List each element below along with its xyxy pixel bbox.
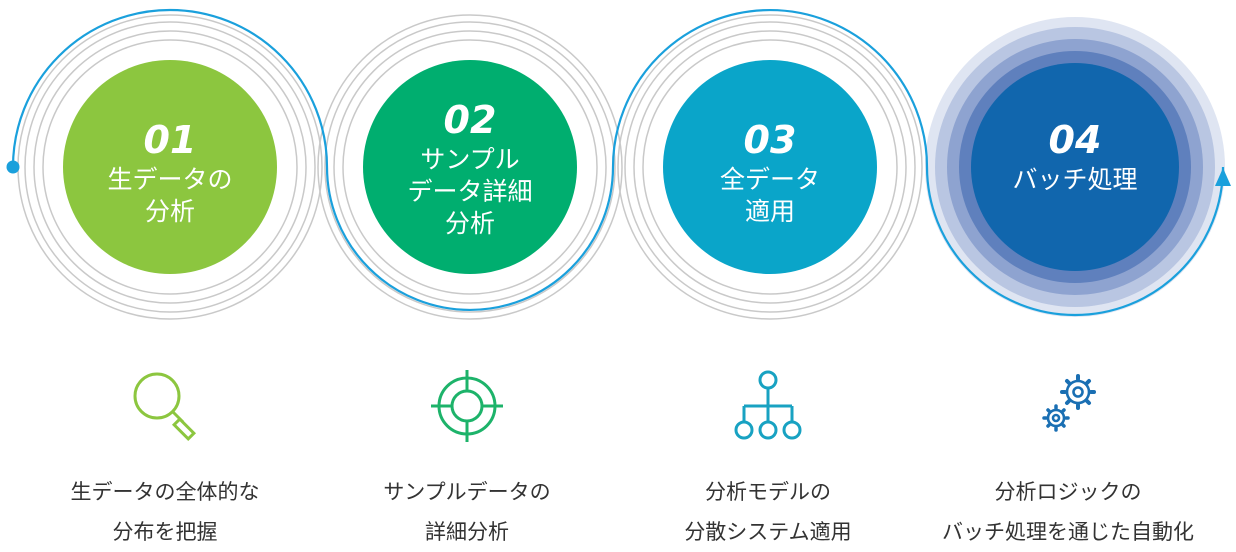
- feature-2: サンプルデータの 詳細分析: [317, 368, 617, 552]
- process-diagram: 01 生データの 分析 02 サンプル データ詳細 分析 03 全データ 適用 …: [6, 8, 1231, 544]
- step-4-label: バッチ処理: [1012, 165, 1138, 194]
- process-flow-graphic: [6, 8, 1231, 320]
- step-2-label: サンプル データ詳細 分析: [407, 145, 533, 238]
- feature-1: 生データの全体的な 分布を把握: [15, 368, 315, 552]
- step-2-circle: [363, 60, 577, 274]
- magnifier-icon: [133, 372, 197, 442]
- flow-end-arrow-icon: [1215, 168, 1231, 186]
- step-3-circle: [663, 60, 877, 274]
- step-3-label: 全データ 適用: [719, 165, 820, 226]
- feature-4-text: 分析ロジックの バッチ処理を通じた自動化: [942, 480, 1194, 544]
- hierarchy-icon: [734, 370, 802, 440]
- step-2-number: 02: [443, 98, 497, 142]
- feature-4: 分析ロジックの バッチ処理を通じた自動化: [918, 368, 1218, 552]
- step-1-rings: [17, 14, 323, 320]
- step-1: 01 生データの 分析: [75, 120, 265, 228]
- step-3-rings: [617, 14, 923, 320]
- step-2-rings: [317, 14, 623, 320]
- target-icon: [431, 370, 503, 442]
- feature-3: 分析モデルの 分散システム適用: [618, 368, 918, 552]
- step-2: 02 サンプル データ詳細 分析: [375, 100, 565, 240]
- step-3: 03 全データ 適用: [675, 120, 865, 228]
- feature-1-text: 生データの全体的な 分布を把握: [70, 480, 260, 544]
- flow-line: [11, 8, 1225, 317]
- step-4-number: 04: [1048, 118, 1102, 162]
- step-4: 04 バッチ処理: [980, 120, 1170, 196]
- step-3-number: 03: [743, 118, 797, 162]
- feature-2-text: サンプルデータの 詳細分析: [383, 480, 551, 544]
- step-1-label: 生データの 分析: [107, 165, 233, 226]
- step-1-number: 01: [143, 118, 197, 162]
- step-4-circle: [971, 63, 1179, 271]
- flow-start-dot: [6, 160, 20, 174]
- gears-icon: [1042, 374, 1096, 432]
- step-1-circle: [63, 60, 277, 274]
- feature-3-text: 分析モデルの 分散システム適用: [684, 480, 852, 544]
